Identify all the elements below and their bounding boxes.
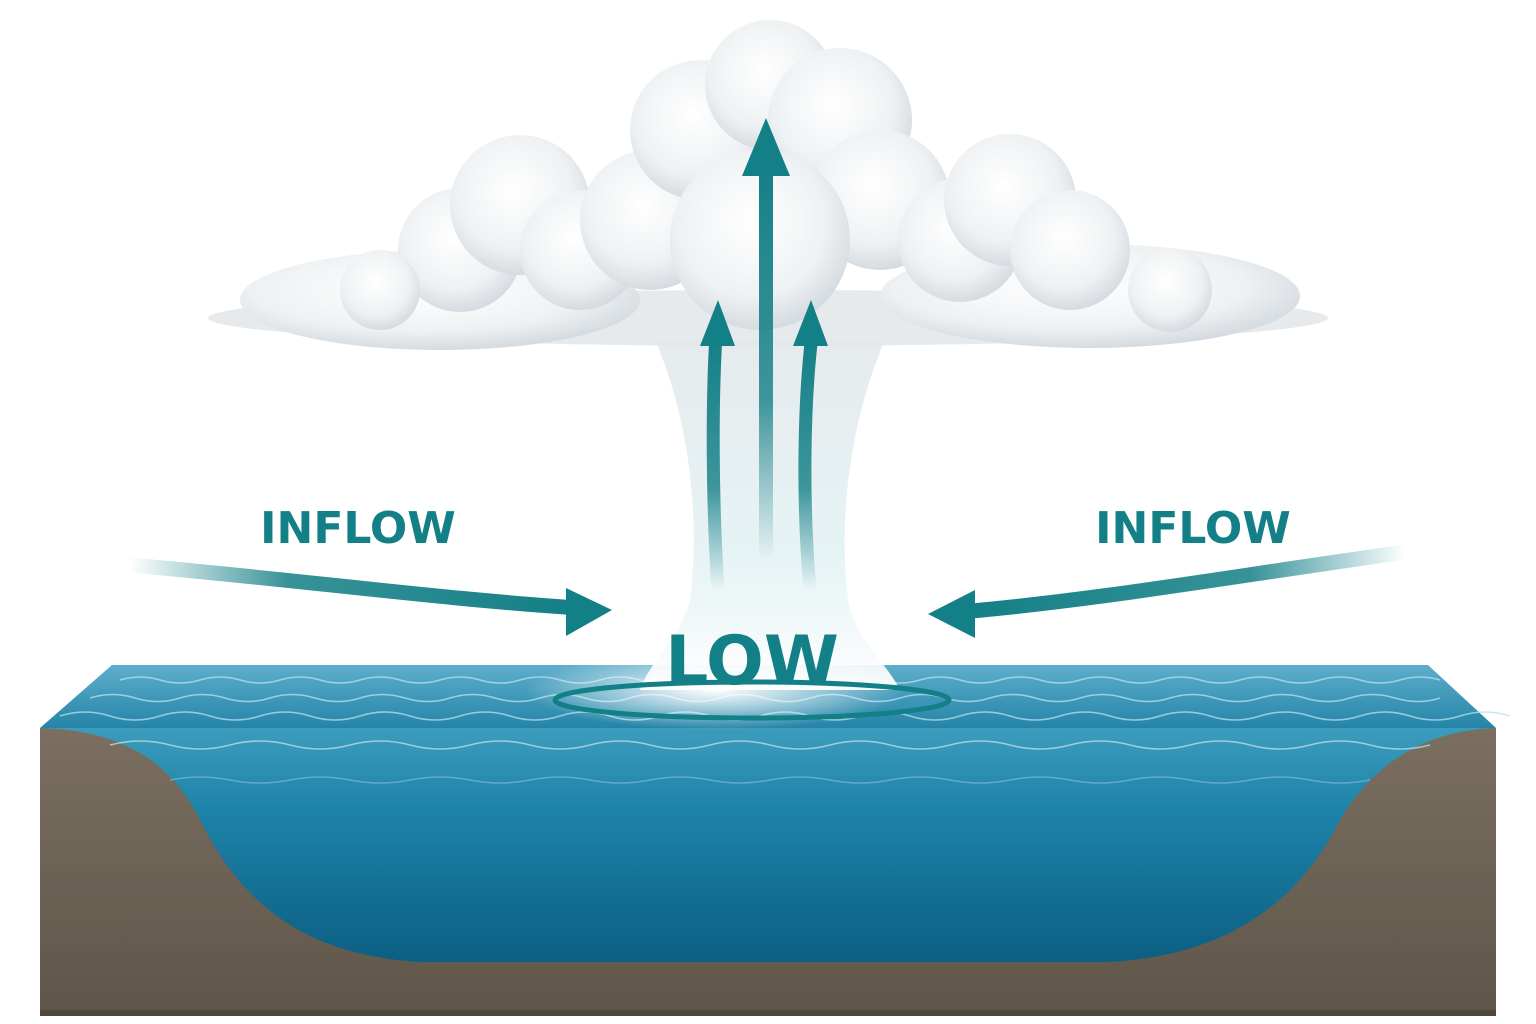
left-updraft-arrow	[700, 300, 735, 591]
right-inflow-arrow	[928, 544, 1408, 638]
right-inflow-label: INFLOW	[1095, 503, 1291, 554]
low-pressure-label: LOW	[665, 622, 839, 701]
updraft-arrows	[700, 118, 828, 591]
low-pressure-ring	[552, 679, 952, 721]
left-inflow-arrow	[129, 557, 612, 636]
surface-glow	[525, 650, 905, 730]
center-updraft-arrow	[742, 118, 790, 560]
water-basin	[40, 728, 1496, 962]
left-inflow-label: INFLOW	[260, 503, 456, 554]
cumulus-cloud	[208, 20, 1328, 350]
right-updraft-arrow	[793, 300, 828, 591]
